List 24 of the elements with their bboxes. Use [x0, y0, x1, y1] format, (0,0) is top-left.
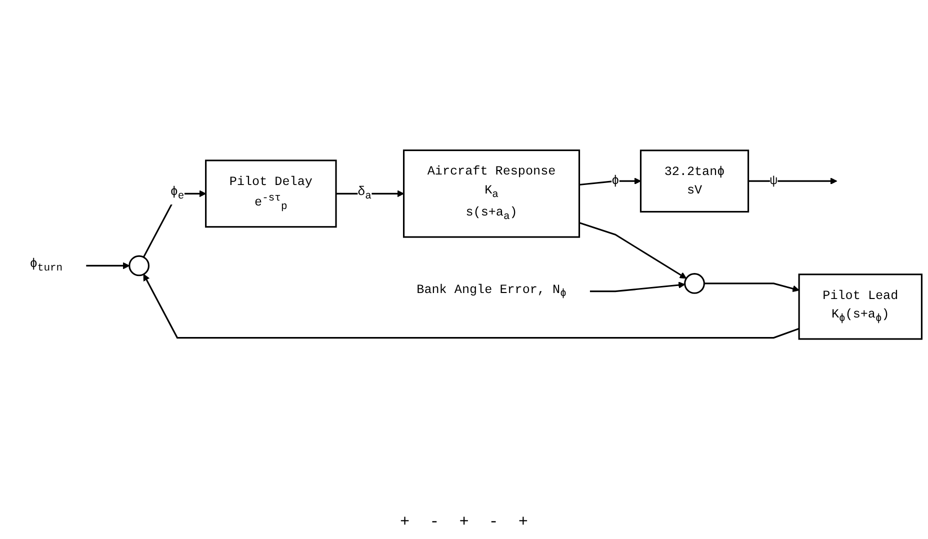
arrow [579, 222, 687, 280]
sign-label: - [488, 513, 498, 531]
sign-label: - [430, 513, 440, 531]
sign-label: + [459, 513, 469, 531]
edge-label: ϕ$_{e}$ [170, 185, 184, 203]
node-box: 32.2tanϕ sV [640, 150, 750, 213]
edge-label: ψ [770, 174, 778, 189]
node-box: Pilot Lead K$_{ϕ}$(s+a$_{ϕ}$) [798, 274, 922, 340]
arrow [86, 262, 130, 270]
node-box: Aircraft Response K$_{a}$ s(s+a$_{a}$) [403, 150, 580, 238]
arrow [579, 178, 642, 186]
node-circle [684, 273, 705, 294]
edge-label: ϕ [612, 174, 620, 189]
arrow [590, 282, 686, 292]
node-circle [128, 256, 150, 277]
sign-label: + [518, 513, 528, 531]
arrow [704, 283, 800, 292]
arrow [143, 274, 800, 339]
edge-label: δ$_{a}$ [358, 185, 372, 203]
node-text: ϕ$_{turn}$ [30, 257, 63, 275]
arrow [748, 178, 838, 185]
sign-label: + [400, 513, 410, 531]
arrow [142, 190, 206, 258]
node-text: Bank Angle Error, N$_{ϕ}$ [416, 282, 566, 300]
